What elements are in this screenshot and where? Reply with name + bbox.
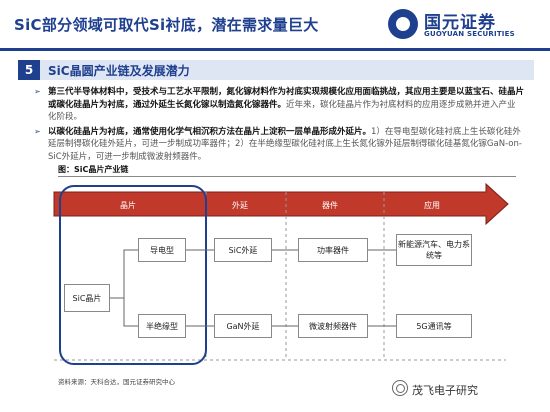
- node-sic-epitaxy: SiC外延: [214, 238, 272, 262]
- node-gan-epitaxy: GaN外延: [214, 314, 272, 338]
- diagram-graphics: [53, 182, 509, 365]
- section-number: 5: [18, 60, 40, 80]
- company-logo: 国元证券 GUOYUAN SECURITIES: [388, 8, 538, 42]
- wafer-highlight-frame: [59, 185, 207, 365]
- logo-text-en: GUOYUAN SECURITIES: [424, 30, 515, 38]
- node-power-device: 功率器件: [298, 238, 368, 262]
- bullet-arrow-icon: ➢: [34, 87, 41, 96]
- stage-label-epitaxy: 外延: [232, 201, 248, 210]
- industry-chain-diagram: 晶片 外延 器件 应用 SiC晶片 导电型 半绝缘型 SiC外延 GaN外延 功…: [34, 180, 514, 368]
- figure-caption: 图：SiC晶片产业链: [58, 165, 129, 174]
- node-app-5g: 5G通讯等: [396, 314, 472, 338]
- node-app-ev-power: 新能源汽车、电力系统等: [396, 234, 472, 266]
- connector: [110, 249, 138, 299]
- bullet-list: ➢ 第三代半导体材料中，受技术与工艺水平限制，氮化镓材料作为衬底实现规模化应用面…: [34, 86, 524, 165]
- bullet-item: ➢ 第三代半导体材料中，受技术与工艺水平限制，氮化镓材料作为衬底实现规模化应用面…: [34, 86, 524, 124]
- logo-mark-icon: [388, 9, 418, 39]
- node-semi-insulating: 半绝缘型: [138, 314, 186, 338]
- chain-arrow: [53, 182, 509, 226]
- figure-rule: [58, 176, 516, 177]
- title-divider: [0, 48, 550, 51]
- bullet-item: ➢ 以碳化硅晶片为衬底，通常使用化学气相沉积方法在晶片上淀积一层单晶形成外延片。…: [34, 126, 524, 164]
- stage-label-wafer: 晶片: [120, 201, 136, 210]
- bullet-arrow-icon: ➢: [34, 126, 41, 136]
- node-sic-wafer: SiC晶片: [64, 284, 110, 312]
- bullet-strong-text: 以碳化硅晶片为衬底，通常使用化学气相沉积方法在晶片上淀积一层单晶形成外延片。: [48, 126, 372, 137]
- stage-label-application: 应用: [424, 201, 440, 210]
- page-title: SiC部分领域可取代Si衬底，潜在需求量巨大: [14, 16, 319, 34]
- source-note: 资料来源：天科合达，国元证券研究中心: [58, 378, 175, 386]
- node-rf-device: 微波射频器件: [298, 314, 368, 338]
- wechat-icon: [392, 380, 408, 396]
- connector: [123, 298, 138, 327]
- section-title: SiC晶圆产业链及发展潜力: [48, 64, 190, 78]
- stage-label-device: 器件: [322, 201, 338, 210]
- title-bar: SiC部分领域可取代Si衬底，潜在需求量巨大 国元证券 GUOYUAN SECU…: [0, 0, 550, 48]
- bullet-strong-text: 第三代半导体材料中，受技术与工艺水平限制，氮化镓材料作为衬底实现规模化应用面临挑…: [48, 87, 525, 110]
- logo-text-cn: 国元证券: [424, 13, 496, 33]
- watermark-text: 茂飞电子研究: [412, 384, 478, 397]
- node-conductive: 导电型: [138, 238, 186, 262]
- section-header: 5 SiC晶圆产业链及发展潜力: [18, 60, 534, 80]
- bullet-light-text: 1）在导电型碳化硅衬底上生长碳化硅外延层制得碳化硅外延片，可进一步制成功率器件；…: [48, 126, 522, 162]
- bullet-light-text: 近年来，碳化硅晶片作为衬底材料的应用逐步成熟并进入产业化阶段。: [48, 99, 516, 123]
